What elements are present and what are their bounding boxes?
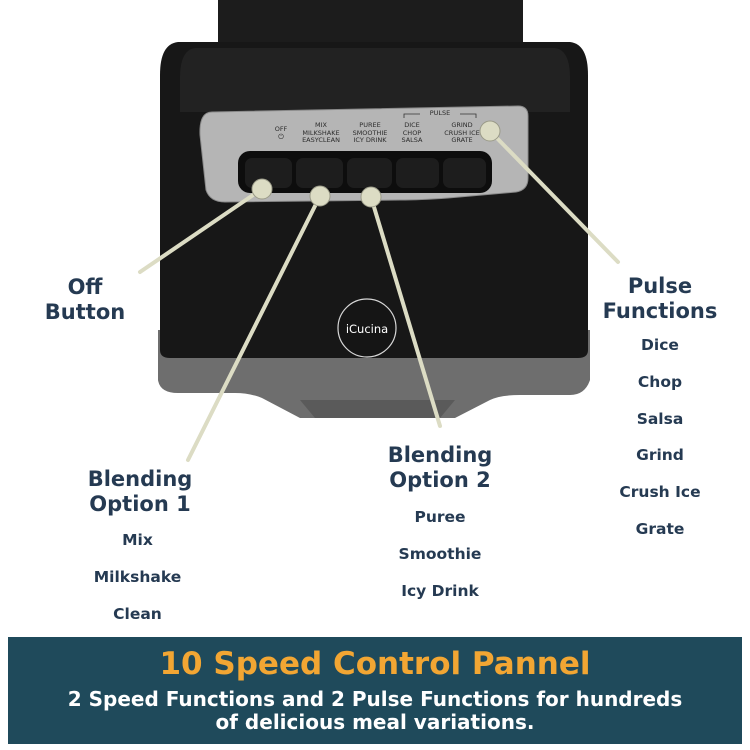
callout-dot-pulse bbox=[479, 120, 501, 142]
callout-lines bbox=[138, 129, 620, 462]
info-banner bbox=[8, 637, 742, 744]
panel-pulse1-text: DICE CHOP SALSA bbox=[401, 121, 423, 144]
option1-item: Mix bbox=[122, 531, 153, 549]
pulse-item: Chop bbox=[637, 373, 683, 391]
panel-option2-text: PUREE SMOOTHIE ICY DRINK bbox=[352, 121, 388, 144]
pulse-item: Grind bbox=[636, 446, 684, 464]
pulse-item: Crush Ice bbox=[619, 483, 701, 501]
option1-title: Blending Option 1 bbox=[87, 467, 193, 516]
option2-item: Puree bbox=[414, 508, 466, 526]
pulse-item: Dice bbox=[641, 336, 679, 354]
option1-item: Clean bbox=[113, 605, 162, 623]
pulse-item: Salsa bbox=[636, 410, 684, 428]
button-pulse1[interactable] bbox=[396, 158, 439, 188]
power-icon: ⏻ bbox=[278, 133, 284, 141]
banner-title: 10 Speed Control Pannel bbox=[159, 646, 591, 682]
banner-subtitle: 2 Speed Functions and 2 Pulse Functions … bbox=[67, 687, 683, 734]
panel-option1-text: MIX MILKSHAKE EASYCLEAN bbox=[302, 121, 340, 144]
button-pulse2[interactable] bbox=[443, 158, 486, 188]
jar-bottom bbox=[218, 0, 523, 48]
option2-item: Smoothie bbox=[398, 545, 482, 563]
option2-item: Icy Drink bbox=[401, 582, 479, 600]
button-option1[interactable] bbox=[296, 158, 343, 188]
button-option2[interactable] bbox=[347, 158, 392, 188]
panel-off-label: OFF bbox=[274, 125, 288, 133]
body-highlight bbox=[180, 48, 570, 112]
option2-title: Blending Option 2 bbox=[387, 443, 493, 492]
callout-dots bbox=[251, 120, 501, 208]
panel-pulse-header: PULSE bbox=[420, 109, 460, 118]
callout-dot-option1 bbox=[309, 185, 331, 207]
callout-dot-off bbox=[251, 178, 273, 200]
base-recess bbox=[300, 400, 455, 418]
brand-logo-text: iCucina bbox=[345, 322, 389, 336]
off-button-title: Off Button bbox=[44, 275, 126, 324]
callout-dot-option2 bbox=[360, 186, 382, 208]
pulse-item: Grate bbox=[635, 520, 685, 538]
pulse-title: Pulse Functions bbox=[602, 274, 718, 323]
brand-badge bbox=[337, 298, 397, 358]
option1-item: Milkshake bbox=[93, 568, 182, 586]
panel-pulse2-text: GRIND CRUSH ICE GRATE bbox=[444, 121, 480, 144]
